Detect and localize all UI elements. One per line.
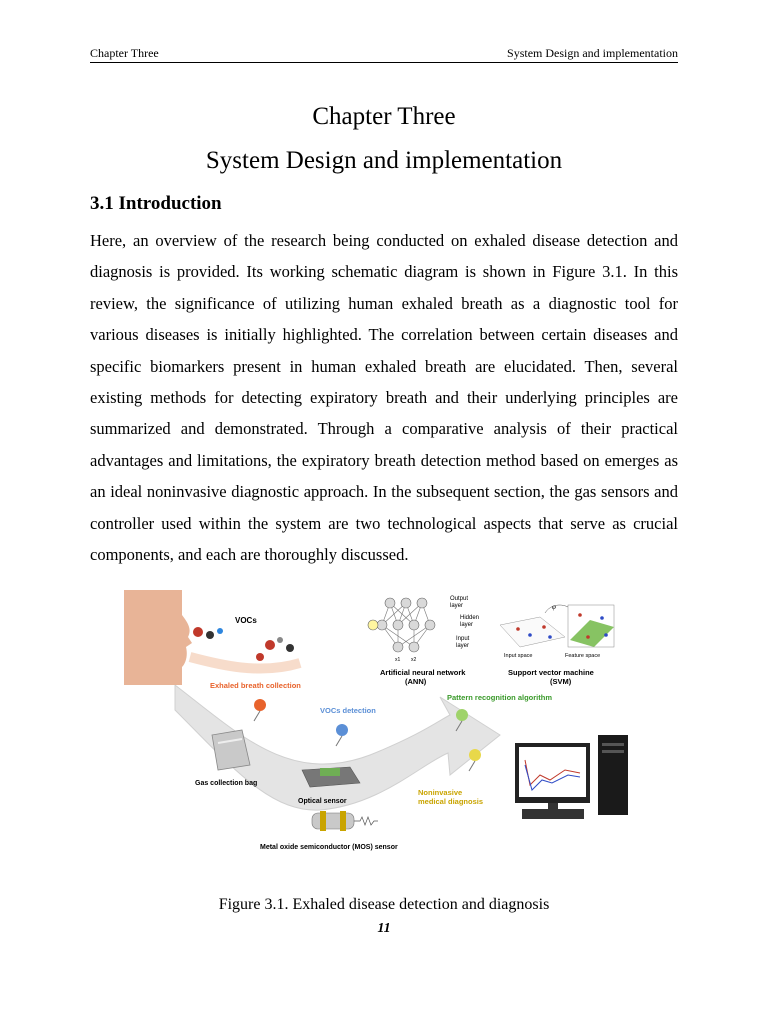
vocs-label: VOCs xyxy=(235,616,257,625)
page-number: 11 xyxy=(377,921,391,936)
x2-label: x2 xyxy=(411,657,417,663)
figure-3-1-diagram: VOCs Output layer Hidden layer Input lay… xyxy=(124,590,628,851)
computer-image xyxy=(515,735,628,819)
pattern-recognition-label: Pattern recognition algorithm xyxy=(447,693,552,702)
section-heading: 3.1 Introduction xyxy=(90,193,222,214)
gas-bag-label: Gas collection bag xyxy=(195,780,257,787)
flow-arrow xyxy=(174,683,501,811)
header-left: Chapter Three xyxy=(90,46,159,60)
output-layer-label: Output xyxy=(450,596,468,602)
exhaled-breath-label: Exhaled breath collection xyxy=(210,681,301,690)
figure-caption: Figure 3.1. Exhaled disease detection an… xyxy=(218,896,550,913)
input-layer-label-2: layer xyxy=(456,643,469,649)
optical-sensor-image xyxy=(301,766,361,788)
svm-diagram: φ xyxy=(499,603,615,648)
phi-label: φ xyxy=(552,603,556,611)
chapter-subtitle: System Design and implementation xyxy=(205,147,563,174)
running-header: Chapter Three System Design and implemen… xyxy=(90,46,678,63)
vocs-detection-label: VOCs detection xyxy=(320,706,376,715)
optical-sensor-label: Optical sensor xyxy=(298,798,347,805)
mos-sensor-image xyxy=(311,811,378,831)
svm-abbr-label: (SVM) xyxy=(550,677,572,686)
intro-paragraph: Here, an overview of the research being … xyxy=(90,231,678,565)
hidden-layer-label: Hidden xyxy=(460,615,479,621)
chapter-title: Chapter Three xyxy=(312,103,456,130)
hidden-layer-label-2: layer xyxy=(460,622,473,628)
svm-label: Support vector machine xyxy=(508,668,594,677)
ann-label: Artificial neural network xyxy=(380,668,466,677)
voc-molecules xyxy=(193,627,294,661)
mos-sensor-label: Metal oxide semiconductor (MOS) sensor xyxy=(260,844,398,851)
ann-diagram xyxy=(381,602,431,648)
feature-space-label: Feature space xyxy=(565,653,600,659)
input-layer-label: Input xyxy=(456,636,470,642)
header-right: System Design and implementation xyxy=(507,46,678,60)
ann-abbr-label: (ANN) xyxy=(405,677,427,686)
noninvasive-label: Noninvasive xyxy=(418,788,462,797)
gas-bag-image xyxy=(211,729,251,771)
input-space-label: Input space xyxy=(504,653,532,659)
x1-label: x1 xyxy=(395,657,401,663)
face-image xyxy=(124,590,192,685)
noninvasive-label-2: medical diagnosis xyxy=(418,797,483,806)
output-layer-label-2: layer xyxy=(450,603,463,609)
pin-icons xyxy=(253,699,481,772)
